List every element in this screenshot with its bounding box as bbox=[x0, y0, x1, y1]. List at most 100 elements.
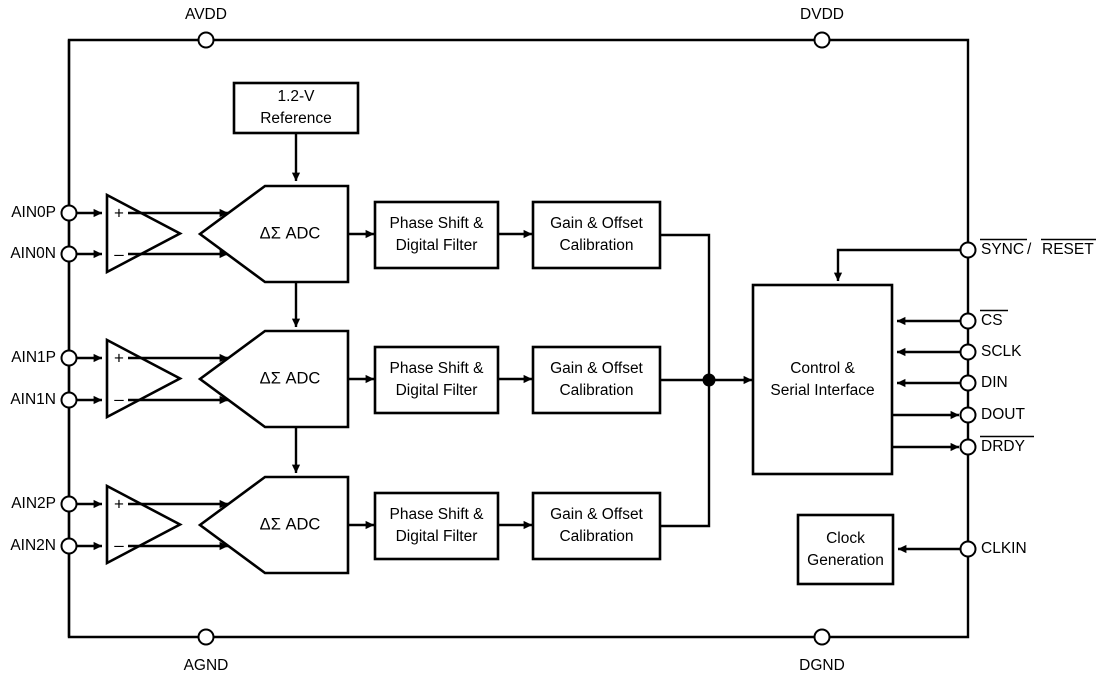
din-pin-circle[interactable] bbox=[959, 374, 977, 392]
pin-sync-reset[interactable]: SYNC / RESET bbox=[833, 238, 1096, 282]
control-box bbox=[751, 283, 894, 476]
ch1-filter-line1: Phase Shift & bbox=[390, 360, 485, 377]
pin-ain0p[interactable]: AIN0P bbox=[11, 204, 103, 222]
ch0-calib-to-bus-wire bbox=[660, 233, 711, 380]
ch0-adc: ΔΣ ADC bbox=[197, 184, 375, 284]
ain2p-pin-circle[interactable] bbox=[60, 495, 78, 513]
ch2-plus-symbol: + bbox=[114, 494, 124, 513]
pin-ain2n[interactable]: AIN2N bbox=[10, 537, 103, 555]
clkin-label: CLKIN bbox=[981, 540, 1027, 557]
ch2-filter-line2: Digital Filter bbox=[396, 528, 478, 545]
channel-2: + – ΔΣ ADC Phase Shift & Digital Filter … bbox=[105, 380, 711, 575]
ch0-minus-symbol: – bbox=[114, 244, 124, 263]
sclk-label: SCLK bbox=[981, 343, 1022, 360]
pin-agnd[interactable]: AGND bbox=[184, 628, 229, 675]
ch1-calib-line2: Calibration bbox=[559, 382, 633, 399]
ain1p-label: AIN1P bbox=[11, 349, 56, 366]
ch0-phase-filter-block: Phase Shift & Digital Filter bbox=[373, 200, 533, 270]
sync-reset-label-sync: SYNC bbox=[981, 241, 1024, 258]
ch0-adc-label: ΔΣ ADC bbox=[260, 224, 321, 242]
ch2-minus-symbol: – bbox=[114, 535, 124, 554]
ain1n-label: AIN1N bbox=[10, 391, 56, 408]
pin-dout[interactable]: DOUT bbox=[892, 406, 1025, 424]
ch1-filter-box bbox=[373, 345, 500, 415]
ch0-filter-line1: Phase Shift & bbox=[390, 215, 485, 232]
ch1-adc: ΔΣ ADC bbox=[197, 329, 375, 429]
pin-din[interactable]: DIN bbox=[896, 374, 1008, 392]
ch2-calib-to-bus-wire bbox=[660, 380, 711, 528]
ch2-filter-line1: Phase Shift & bbox=[390, 506, 485, 523]
avdd-pin-circle[interactable] bbox=[197, 31, 215, 49]
control-serial-interface-block: Control & Serial Interface bbox=[751, 283, 894, 476]
ain1p-pin-circle[interactable] bbox=[60, 349, 78, 367]
channel-1: + – ΔΣ ADC Phase Shift & Digital Filter … bbox=[105, 329, 709, 429]
cs-label: CS bbox=[981, 312, 1003, 329]
ch0-calib-box bbox=[531, 200, 662, 270]
cs-pin-circle[interactable] bbox=[959, 312, 977, 330]
clkin-pin-circle[interactable] bbox=[959, 540, 977, 558]
ch0-gain-offset-block: Gain & Offset Calibration bbox=[531, 200, 711, 380]
clock-generation-block: Clock Generation bbox=[796, 513, 895, 586]
avdd-label: AVDD bbox=[185, 6, 227, 23]
ch1-adc-shape bbox=[197, 329, 350, 429]
ch2-calib-box bbox=[531, 491, 662, 561]
agnd-label: AGND bbox=[184, 657, 229, 674]
dout-label: DOUT bbox=[981, 406, 1025, 423]
ch0-calib-line1: Gain & Offset bbox=[550, 215, 643, 232]
pin-ain1p[interactable]: AIN1P bbox=[11, 349, 103, 367]
ch1-phase-filter-block: Phase Shift & Digital Filter bbox=[373, 345, 533, 415]
ch2-adc-label: ΔΣ ADC bbox=[260, 515, 321, 533]
clock-line2: Generation bbox=[807, 552, 884, 569]
ch2-phase-filter-block: Phase Shift & Digital Filter bbox=[373, 491, 533, 561]
ch0-adc-shape bbox=[197, 184, 350, 284]
pin-dvdd[interactable]: DVDD bbox=[800, 6, 844, 49]
ch0-amplifier: + – bbox=[105, 192, 229, 275]
ch2-adc: ΔΣ ADC bbox=[197, 475, 375, 575]
ch0-filter-box bbox=[373, 200, 500, 270]
ch1-calib-box bbox=[531, 345, 662, 415]
drdy-pin-circle[interactable] bbox=[959, 438, 977, 456]
sync-reset-wire bbox=[833, 248, 960, 282]
ch1-calib-line1: Gain & Offset bbox=[550, 360, 643, 377]
control-line2: Serial Interface bbox=[770, 382, 874, 399]
pin-sclk[interactable]: SCLK bbox=[896, 343, 1022, 361]
ain0n-pin-circle[interactable] bbox=[60, 245, 78, 263]
pin-clkin[interactable]: CLKIN bbox=[897, 540, 1027, 558]
pin-dgnd[interactable]: DGND bbox=[799, 628, 845, 675]
pin-cs[interactable]: CS bbox=[896, 309, 1008, 330]
reference-line1: 1.2-V bbox=[277, 88, 315, 105]
data-bus-junction bbox=[702, 373, 753, 387]
ch0-filter-line2: Digital Filter bbox=[396, 237, 478, 254]
ch2-amplifier: + – bbox=[105, 483, 229, 566]
reference-line2: Reference bbox=[260, 110, 332, 127]
sync-reset-separator: / bbox=[1027, 241, 1032, 258]
dvdd-pin-circle[interactable] bbox=[813, 31, 831, 49]
ain2n-label: AIN2N bbox=[10, 537, 56, 554]
pin-ain1n[interactable]: AIN1N bbox=[10, 391, 103, 409]
ch1-gain-offset-block: Gain & Offset Calibration bbox=[531, 345, 709, 415]
sclk-pin-circle[interactable] bbox=[959, 343, 977, 361]
pin-drdy[interactable]: DRDY bbox=[892, 435, 1034, 456]
ch1-minus-symbol: – bbox=[114, 389, 124, 408]
ch2-calib-line2: Calibration bbox=[559, 528, 633, 545]
pin-ain2p[interactable]: AIN2P bbox=[11, 495, 103, 513]
drdy-label: DRDY bbox=[981, 438, 1025, 455]
sync-reset-pin-circle[interactable] bbox=[959, 241, 977, 259]
ain2n-pin-circle[interactable] bbox=[60, 537, 78, 555]
ain1n-pin-circle[interactable] bbox=[60, 391, 78, 409]
dgnd-pin-circle[interactable] bbox=[813, 628, 831, 646]
dout-pin-circle[interactable] bbox=[959, 406, 977, 424]
pin-ain0n[interactable]: AIN0N bbox=[10, 245, 103, 263]
control-line1: Control & bbox=[790, 360, 855, 377]
ch1-adc-label: ΔΣ ADC bbox=[260, 369, 321, 387]
ch0-plus-symbol: + bbox=[114, 203, 124, 222]
ain0p-pin-circle[interactable] bbox=[60, 204, 78, 222]
ain0n-label: AIN0N bbox=[10, 245, 56, 262]
ch1-amp-triangle bbox=[105, 337, 183, 420]
pin-avdd[interactable]: AVDD bbox=[185, 6, 227, 49]
agnd-pin-circle[interactable] bbox=[197, 628, 215, 646]
ch0-amp-triangle bbox=[105, 192, 183, 275]
ch1-filter-line2: Digital Filter bbox=[396, 382, 478, 399]
